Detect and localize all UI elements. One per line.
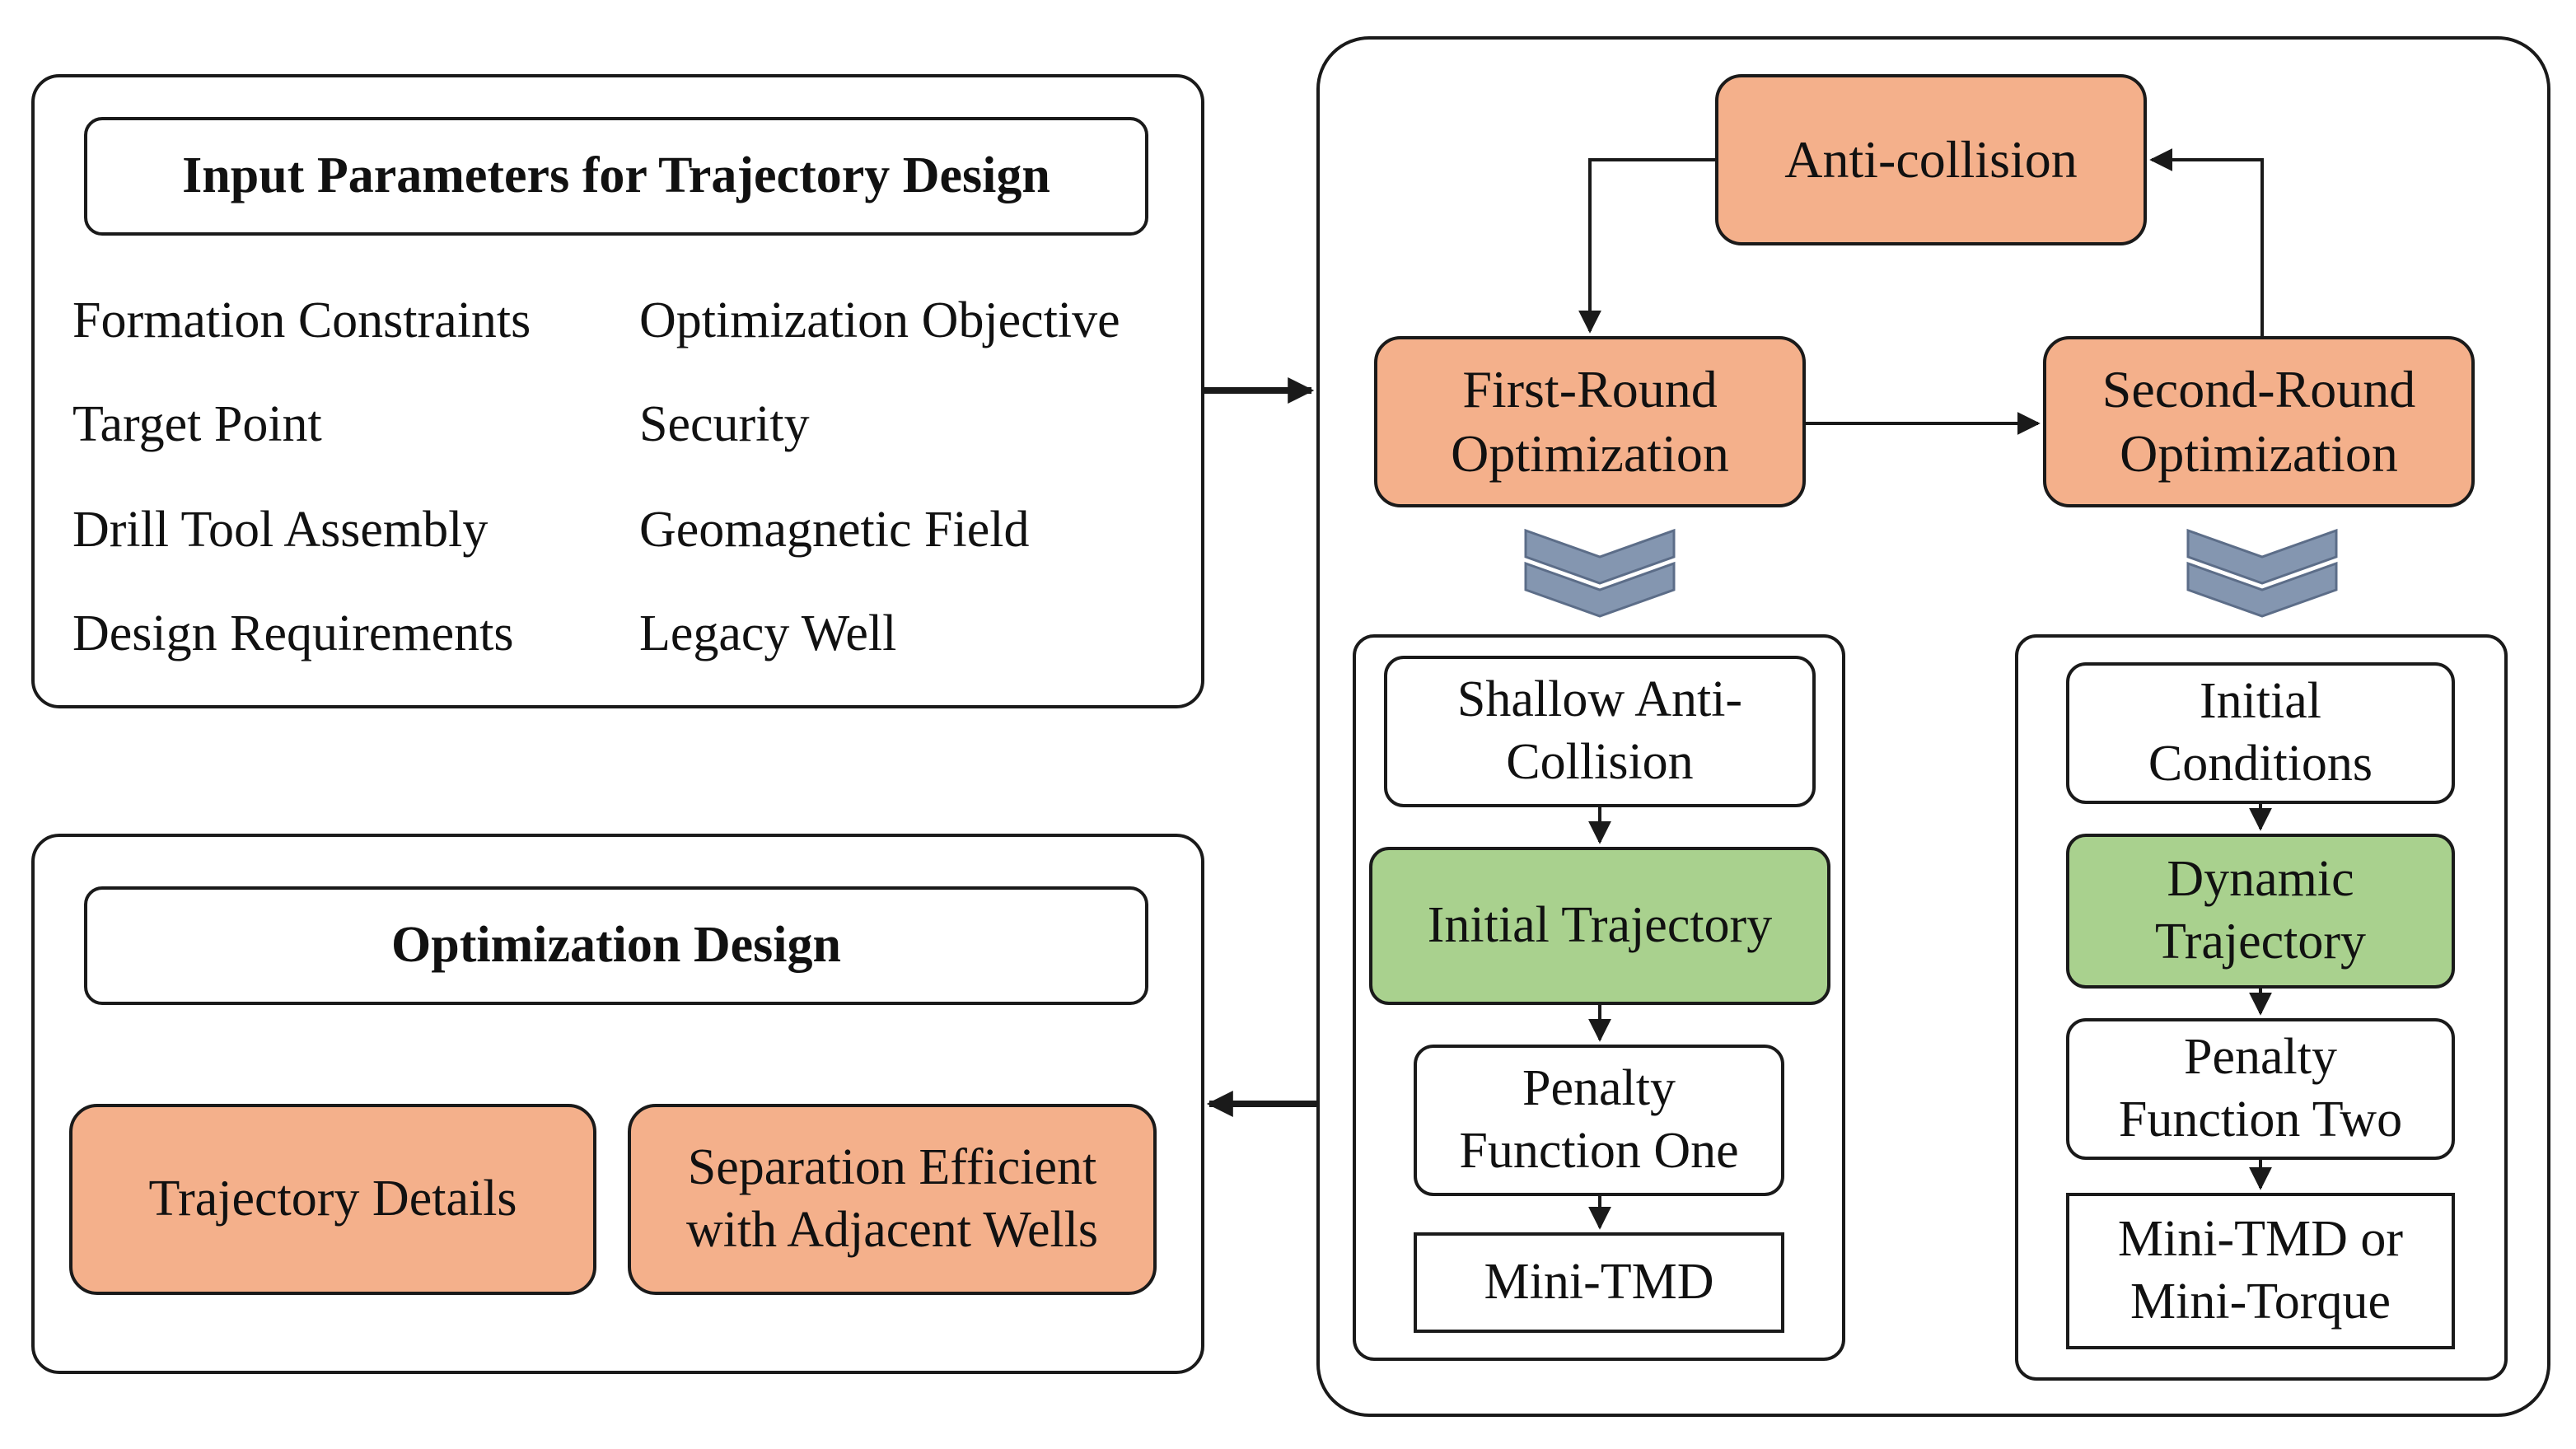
second-round-line2: Optimization [2120,424,2398,483]
chevron-down-icon-first-round [1524,528,1676,618]
mini-tmd-label: Mini-TMD [1484,1254,1714,1311]
penalty-function-one-line1: Penalty [1522,1060,1676,1117]
second-round-line1: Second-Round [2101,359,2416,418]
param-geomagnetic-field: Geomagnetic Field [639,502,1030,558]
separation-efficient-box: Separation Efficient with Adjacent Wells [628,1104,1157,1295]
chevron-down-icon-second-round [2186,528,2338,618]
separation-efficient-line1: Separation Efficient [687,1139,1097,1196]
shallow-anti-collision-box: Shallow Anti- Collision [1384,656,1816,807]
first-round-line1: First-Round [1462,359,1718,418]
anti-collision-label: Anti-collision [1784,129,2078,189]
second-round-optimization-box: Second-Round Optimization [2043,336,2475,507]
input-parameters-title: Input Parameters for Trajectory Design [182,147,1050,204]
mini-tmd-or-line1: Mini-TMD or [2117,1211,2404,1268]
first-round-optimization-box: First-Round Optimization [1374,336,1806,507]
trajectory-details-label: Trajectory Details [148,1171,517,1227]
mini-tmd-or-torque-box: Mini-TMD or Mini-Torque [2066,1193,2455,1349]
penalty-function-two-box: Penalty Function Two [2066,1018,2455,1160]
dynamic-trajectory-line2: Trajectory [2155,914,2366,970]
param-drill-tool-assembly: Drill Tool Assembly [72,502,489,558]
first-round-line2: Optimization [1451,424,1729,483]
optimization-design-title: Optimization Design [391,917,841,974]
mini-tmd-or-line2: Mini-Torque [2130,1274,2391,1330]
arrow-anticollision-to-first-round [1578,158,1715,334]
trajectory-details-box: Trajectory Details [69,1104,596,1295]
param-formation-constraints: Formation Constraints [72,292,531,348]
anti-collision-box: Anti-collision [1715,74,2147,245]
separation-efficient-line2: with Adjacent Wells [685,1202,1099,1258]
penalty-function-one-box: Penalty Function One [1414,1045,1784,1196]
param-optimization-objective: Optimization Objective [639,292,1120,348]
mini-tmd-box: Mini-TMD [1414,1232,1784,1333]
shallow-anti-collision-line2: Collision [1506,734,1694,790]
dynamic-trajectory-box: Dynamic Trajectory [2066,834,2455,989]
initial-conditions-box: Initial Conditions [2066,662,2455,804]
initial-conditions-line1: Initial [2199,673,2322,730]
param-legacy-well: Legacy Well [639,605,897,661]
penalty-function-two-line1: Penalty [2184,1029,2337,1086]
param-target-point: Target Point [72,396,322,452]
initial-trajectory-label: Initial Trajectory [1427,897,1773,954]
param-security: Security [639,396,810,452]
input-parameters-title-box: Input Parameters for Trajectory Design [84,117,1148,236]
dynamic-trajectory-line1: Dynamic [2167,851,2354,908]
initial-conditions-line2: Conditions [2148,736,2373,792]
shallow-anti-collision-line1: Shallow Anti- [1456,671,1743,728]
arrow-second-round-to-anticollision [2149,148,2264,336]
initial-trajectory-box: Initial Trajectory [1369,847,1830,1005]
penalty-function-one-line2: Function One [1459,1123,1739,1179]
optimization-design-title-box: Optimization Design [84,886,1148,1005]
param-design-requirements: Design Requirements [72,605,514,661]
penalty-function-two-line2: Function Two [2118,1091,2403,1148]
